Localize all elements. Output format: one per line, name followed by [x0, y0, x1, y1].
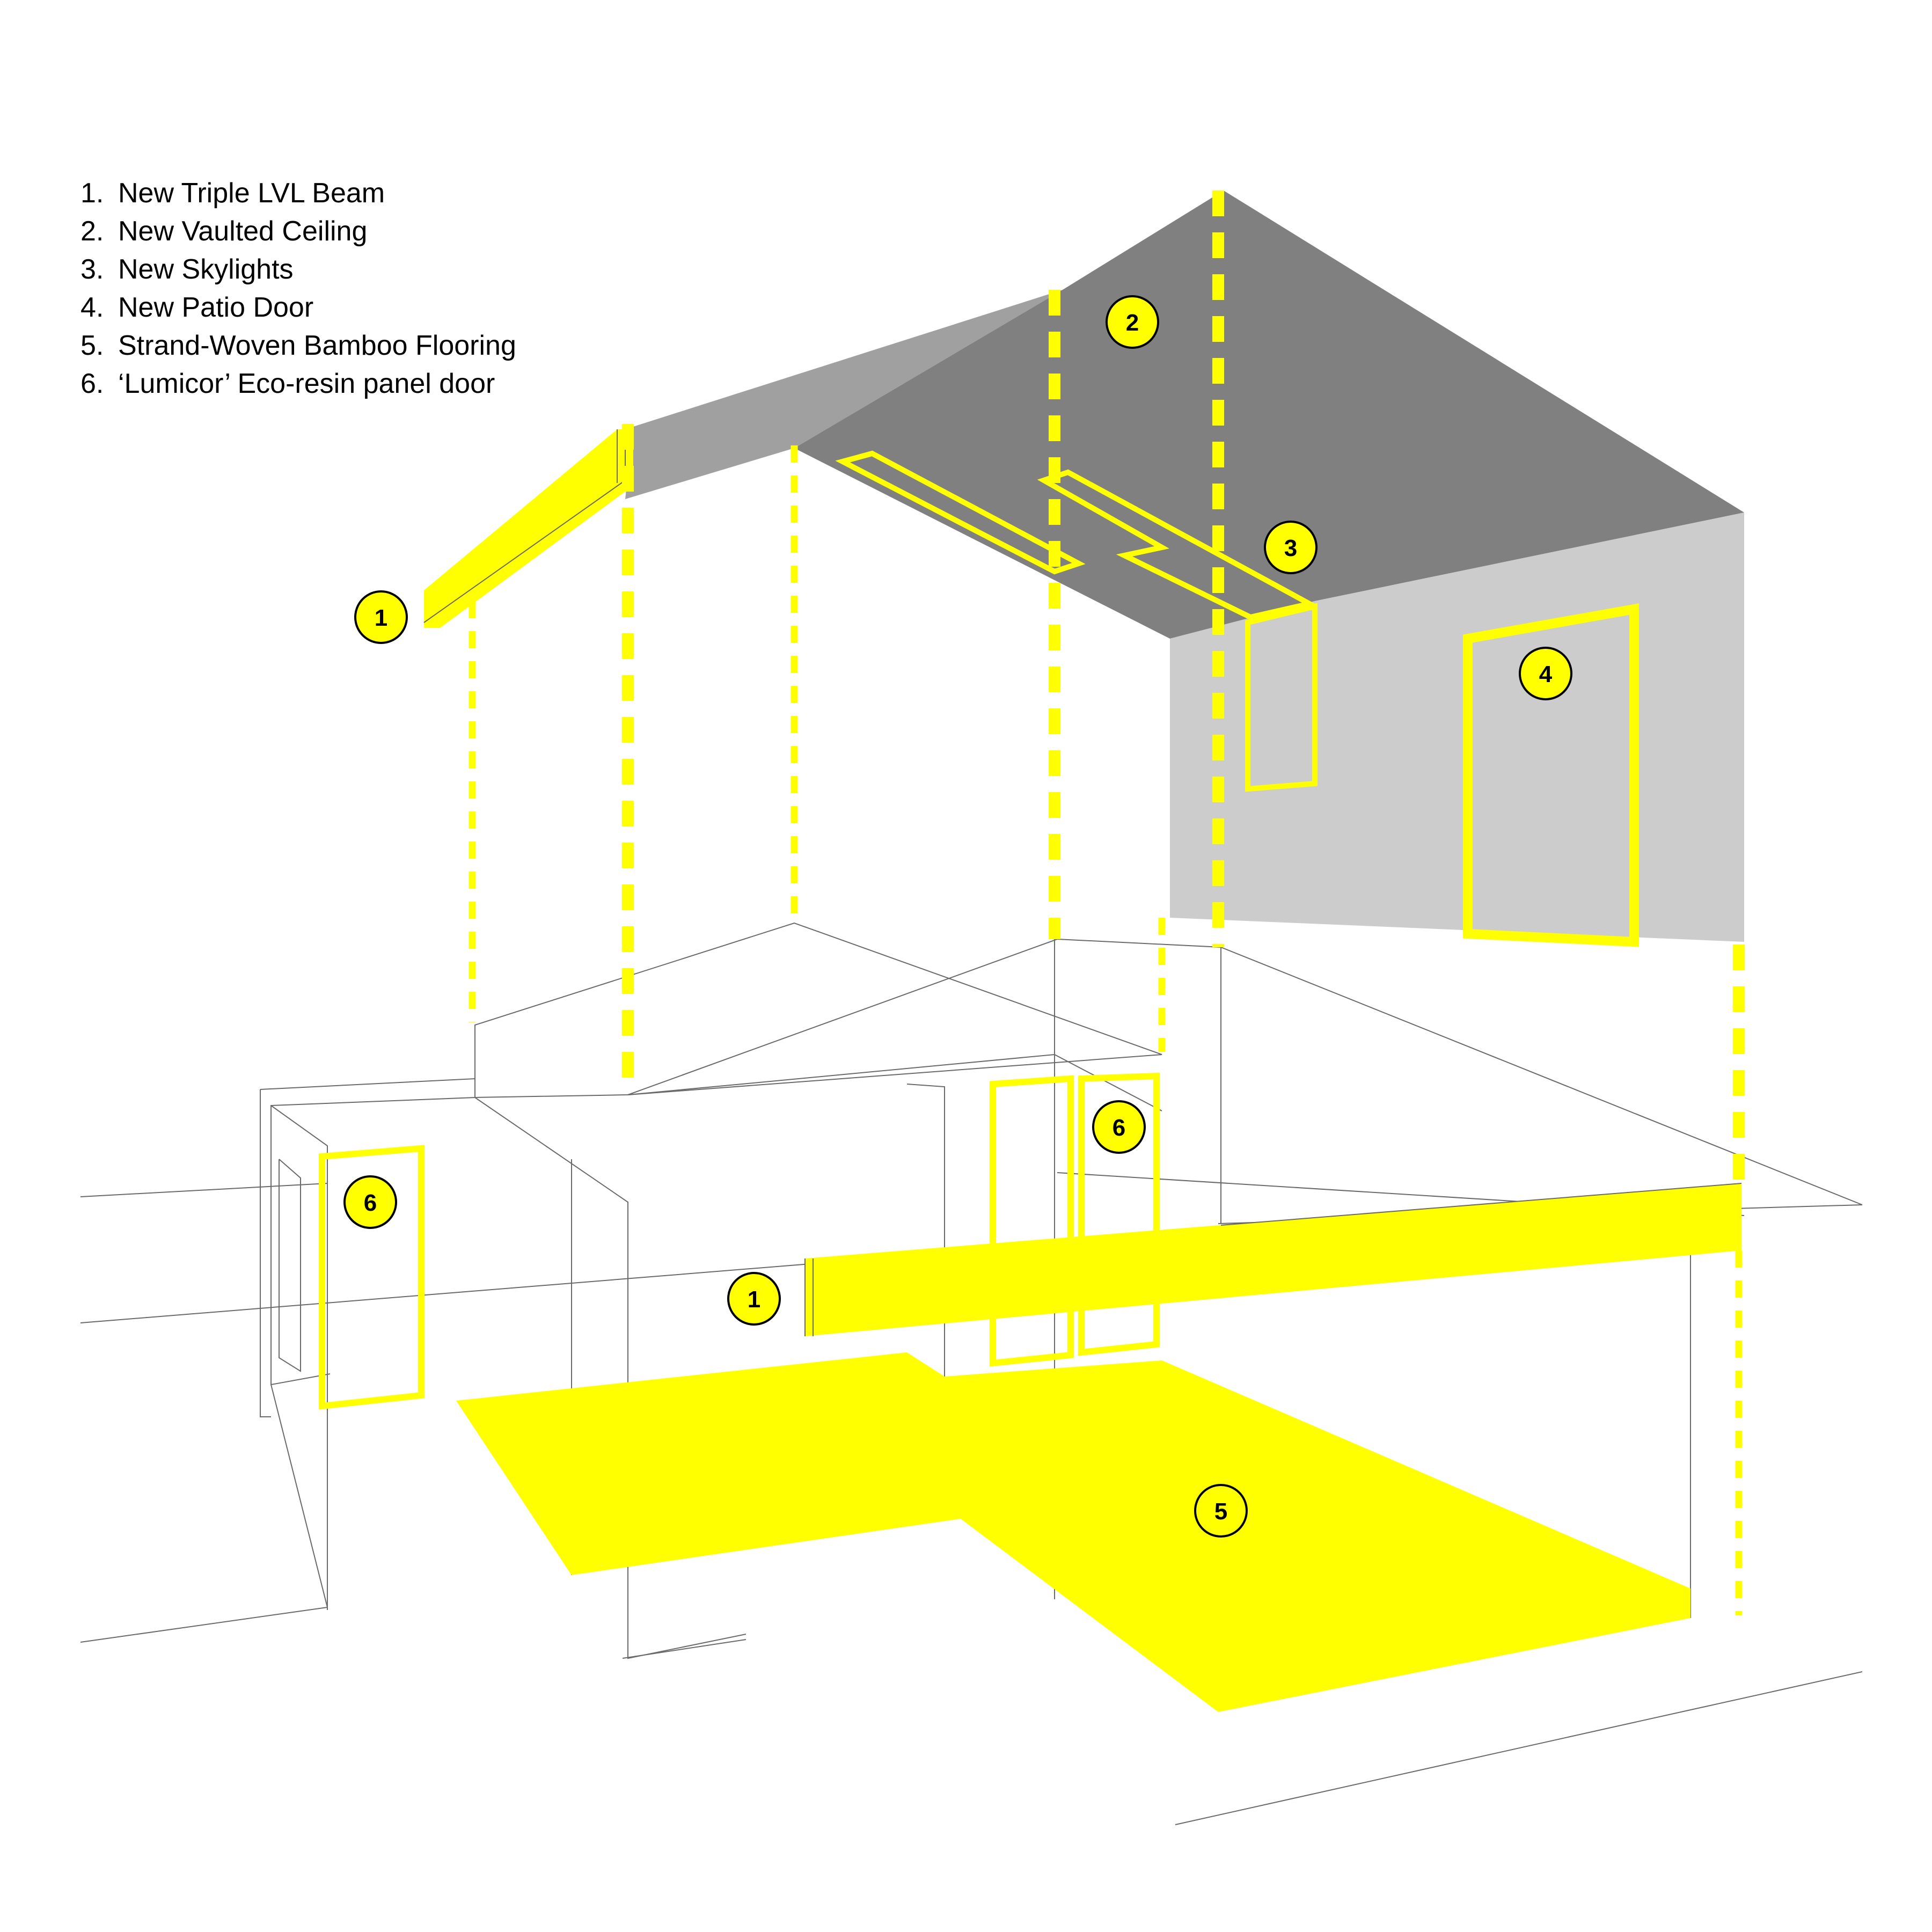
callouts: 1 2 3 4 5 6 6 1	[343, 295, 1572, 1538]
callout-circle	[1194, 1484, 1248, 1538]
beam-upper	[423, 429, 633, 628]
legend-item-4: 4.New Patio Door	[80, 292, 314, 323]
left-window	[279, 1159, 301, 1372]
callout-label: 6	[364, 1190, 377, 1216]
legend-item-2: 2.New Vaulted Ceiling	[80, 216, 368, 247]
floor-edge	[622, 1639, 747, 1659]
legend-item-6: 6.‘Lumicor’ Eco-resin panel door	[80, 368, 495, 399]
house-wireframe	[80, 922, 1863, 1825]
left-wing-3	[270, 1105, 328, 1610]
callout-door-left: 6	[343, 1175, 397, 1229]
ground-line-right-3	[1620, 1671, 1863, 1726]
ground-line-left-top	[80, 1183, 328, 1197]
callout-circle	[1264, 521, 1318, 574]
callout-circle	[343, 1175, 397, 1229]
callout-label: 2	[1126, 310, 1139, 336]
beam-upper-edge	[423, 480, 626, 623]
skylight-2	[1037, 469, 1318, 620]
roof-ridge-lower	[627, 938, 1221, 1224]
legend-item-3: 3.New Skylights	[80, 254, 294, 285]
callout-flooring: 5	[1194, 1484, 1248, 1538]
callout-label: 3	[1284, 535, 1297, 561]
callout-beam-upper: 1	[354, 590, 408, 644]
door-center-right	[1078, 1072, 1160, 1356]
bamboo-flooring	[456, 1352, 1690, 1712]
legend-item-5: 5.Strand-Woven Bamboo Flooring	[80, 330, 516, 361]
left-wing-4	[270, 1384, 328, 1608]
lumicor-doors	[319, 1072, 1160, 1410]
legend: 1.New Triple LVL Beam 2.New Vaulted Ceil…	[80, 174, 516, 403]
skylight-wall-window	[1245, 603, 1318, 792]
entry-box	[474, 922, 1162, 1099]
callout-label: 6	[1113, 1115, 1125, 1141]
callout-ceiling: 2	[1106, 295, 1159, 349]
callout-door-right: 6	[1092, 1100, 1146, 1154]
callout-label: 4	[1539, 661, 1553, 687]
callout-skylights: 3	[1264, 521, 1318, 574]
door-left-frame	[319, 1145, 425, 1410]
patio-door-frame	[1463, 603, 1639, 947]
callout-circle	[1519, 647, 1572, 700]
ground-line-right-2	[1175, 1725, 1621, 1825]
projection-lines	[469, 191, 1745, 1615]
skylight-1	[835, 450, 1086, 575]
callout-circle	[727, 1272, 781, 1326]
callout-label: 1	[375, 605, 387, 631]
callout-circle	[1106, 295, 1159, 349]
beam-lower-edge-3	[1220, 1183, 1742, 1226]
legend-item-1: 1.New Triple LVL Beam	[80, 178, 385, 209]
ground-line-right-4	[1220, 947, 1863, 1205]
callout-circle	[1092, 1100, 1146, 1154]
beam-upper-top	[424, 429, 633, 628]
skylights-group	[835, 450, 1318, 792]
callout-label: 1	[748, 1286, 760, 1313]
left-wing-2	[260, 1089, 271, 1417]
callout-patio-door: 4	[1519, 647, 1572, 700]
door-center-left	[990, 1075, 1074, 1367]
ground-line-left-bottom	[80, 1607, 328, 1643]
left-wing	[260, 1078, 475, 1386]
callout-circle	[354, 590, 408, 644]
left-wing-end	[906, 1084, 945, 1377]
callout-beam-lower: 1	[727, 1272, 781, 1326]
ground-line-left-mid	[80, 1263, 811, 1323]
vaulted-ceiling-plane	[794, 191, 1744, 639]
beam-lower	[804, 1183, 1742, 1336]
roof-left-plane	[625, 290, 1063, 499]
beam-lower-body	[805, 1183, 1741, 1336]
callout-label: 5	[1214, 1498, 1227, 1525]
